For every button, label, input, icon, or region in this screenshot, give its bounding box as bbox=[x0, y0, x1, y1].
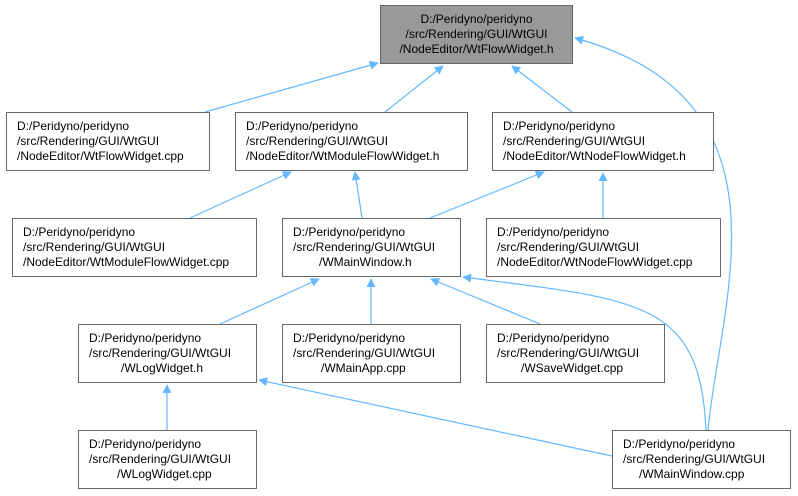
node-path-line: /NodeEditor/WtNodeFlowWidget.h bbox=[503, 149, 686, 163]
node-path-line: D:/Peridyno/peridyno bbox=[497, 225, 610, 239]
node-wtflowwidget-h: D:/Peridyno/peridyno /src/Rendering/GUI/… bbox=[380, 5, 573, 64]
node-path-line: D:/Peridyno/peridyno bbox=[623, 437, 736, 451]
node-path-line: /NodeEditor/WtModuleFlowWidget.h bbox=[246, 149, 440, 163]
node-wtnodeflowwidget-cpp[interactable]: D:/Peridyno/peridyno /src/Rendering/GUI/… bbox=[486, 218, 721, 277]
edge-wmainwindow_h-to-wtnodeflowwidget_h bbox=[429, 170, 545, 219]
edge-wmainwindow_h-to-wtmoduleflowwidget_h bbox=[351, 171, 363, 219]
node-path-line: /src/Rendering/GUI/WtGUI bbox=[405, 27, 548, 41]
node-path-line: D:/Peridyno/peridyno bbox=[497, 331, 610, 345]
node-path-line: /src/Rendering/GUI/WtGUI bbox=[497, 240, 640, 254]
node-path-line: /WMainWindow.h bbox=[319, 255, 412, 269]
node-wlogwidget-cpp[interactable]: D:/Peridyno/peridyno /src/Rendering/GUI/… bbox=[78, 430, 257, 489]
node-path-line: /WSaveWidget.cpp bbox=[521, 361, 624, 375]
edge-wmainwindow_cpp-to-wlogwidget_h bbox=[258, 377, 613, 457]
node-path-line: /WLogWidget.h bbox=[121, 361, 204, 375]
node-wlogwidget-h[interactable]: D:/Peridyno/peridyno /src/Rendering/GUI/… bbox=[78, 324, 257, 383]
edge-wmainwindow_cpp-to-wmainwindow_h bbox=[462, 273, 707, 431]
node-path-line: D:/Peridyno/peridyno bbox=[293, 331, 406, 345]
node-path-line: /src/Rendering/GUI/WtGUI bbox=[293, 346, 436, 360]
node-path-line: /src/Rendering/GUI/WtGUI bbox=[17, 134, 160, 148]
node-path-line: /src/Rendering/GUI/WtGUI bbox=[623, 452, 766, 466]
node-path-line: D:/Peridyno/peridyno bbox=[293, 225, 406, 239]
node-path-line: /NodeEditor/WtNodeFlowWidget.cpp bbox=[497, 255, 693, 269]
node-path-line: /src/Rendering/GUI/WtGUI bbox=[89, 346, 232, 360]
node-wtnodeflowwidget-h[interactable]: D:/Peridyno/peridyno /src/Rendering/GUI/… bbox=[492, 112, 714, 171]
edge-wtnodeflowwidget_h-to-wtflowwidget_h bbox=[511, 65, 573, 113]
node-path-line: /NodeEditor/WtFlowWidget.cpp bbox=[17, 149, 184, 163]
node-path-line: /WLogWidget.cpp bbox=[117, 467, 212, 481]
node-wmainapp-cpp[interactable]: D:/Peridyno/peridyno /src/Rendering/GUI/… bbox=[282, 324, 461, 383]
node-path-line: /src/Rendering/GUI/WtGUI bbox=[23, 240, 166, 254]
node-path-line: /WMainApp.cpp bbox=[321, 361, 406, 375]
node-wsavewidget-cpp[interactable]: D:/Peridyno/peridyno /src/Rendering/GUI/… bbox=[486, 324, 665, 383]
node-path-line: /NodeEditor/WtFlowWidget.h bbox=[399, 42, 554, 56]
node-path-line: /src/Rendering/GUI/WtGUI bbox=[89, 452, 232, 466]
node-path-line: D:/Peridyno/peridyno bbox=[246, 119, 359, 133]
node-wmainwindow-h[interactable]: D:/Peridyno/peridyno /src/Rendering/GUI/… bbox=[282, 218, 461, 277]
edge-wsavewidget_cpp-to-wmainwindow_h bbox=[430, 277, 541, 325]
node-path-line: D:/Peridyno/peridyno bbox=[23, 225, 136, 239]
node-path-line: D:/Peridyno/peridyno bbox=[17, 119, 130, 133]
node-path-line: /src/Rendering/GUI/WtGUI bbox=[293, 240, 436, 254]
node-path-line: /src/Rendering/GUI/WtGUI bbox=[246, 134, 389, 148]
node-path-line: D:/Peridyno/peridyno bbox=[89, 437, 202, 451]
node-path-line: /NodeEditor/WtModuleFlowWidget.cpp bbox=[23, 255, 230, 269]
node-wmainwindow-cpp[interactable]: D:/Peridyno/peridyno /src/Rendering/GUI/… bbox=[612, 430, 791, 489]
node-path-line: D:/Peridyno/peridyno bbox=[503, 119, 616, 133]
node-path-line: D:/Peridyno/peridyno bbox=[420, 12, 533, 26]
edge-wtmoduleflowwidget_h-to-wtflowwidget_h bbox=[384, 65, 444, 113]
node-path-line: /WMainWindow.cpp bbox=[639, 467, 745, 481]
node-path-line: /src/Rendering/GUI/WtGUI bbox=[503, 134, 646, 148]
node-wtmoduleflowwidget-h[interactable]: D:/Peridyno/peridyno /src/Rendering/GUI/… bbox=[235, 112, 468, 171]
node-wtmoduleflowwidget-cpp[interactable]: D:/Peridyno/peridyno /src/Rendering/GUI/… bbox=[12, 218, 257, 277]
node-wtflowwidget-cpp[interactable]: D:/Peridyno/peridyno /src/Rendering/GUI/… bbox=[6, 112, 210, 171]
edge-wmainwindow_cpp-to-wtflowwidget_h bbox=[574, 35, 733, 431]
node-path-line: /src/Rendering/GUI/WtGUI bbox=[497, 346, 640, 360]
edge-wtmoduleflowwidget_cpp-to-wtmoduleflowwidget_h bbox=[189, 171, 292, 219]
edge-wlogwidget_h-to-wmainwindow_h bbox=[219, 278, 320, 325]
node-path-line: D:/Peridyno/peridyno bbox=[89, 331, 202, 345]
edge-wtflowwidget_cpp-to-wtflowwidget_h bbox=[204, 60, 379, 113]
